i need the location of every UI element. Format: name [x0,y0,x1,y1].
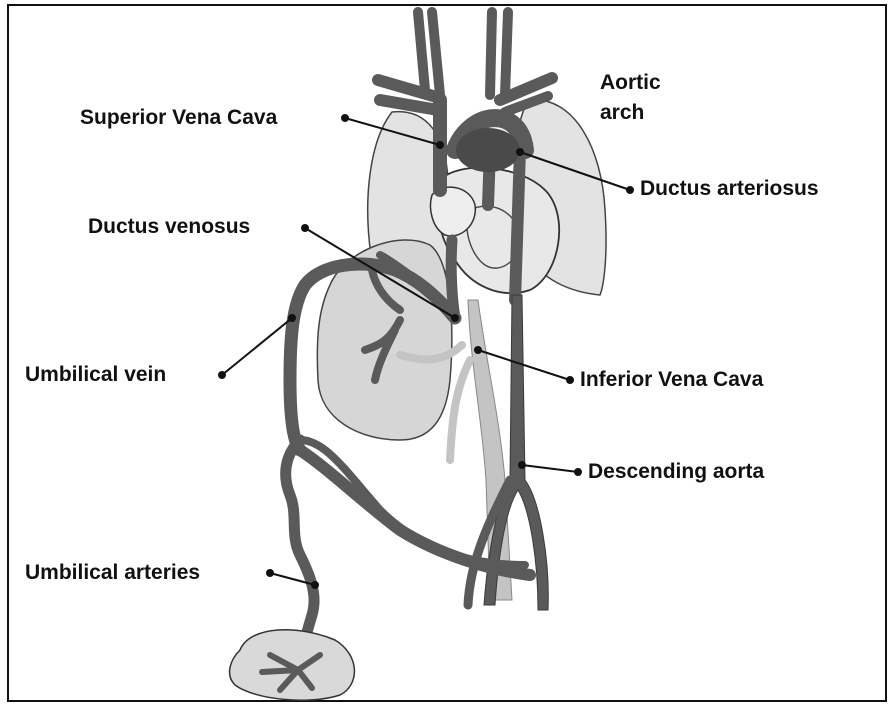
label-aortic-arch-line2: arch [600,100,644,125]
label-ductus-arteriosus: Ductus arteriosus [640,176,819,201]
label-umbilical-arteries: Umbilical arteries [25,560,200,585]
label-aortic-arch-line1: Aortic [600,70,661,95]
label-superior-vena-cava: Superior Vena Cava [80,105,277,130]
label-descending-aorta: Descending aorta [588,459,764,484]
label-inferior-vena-cava: Inferior Vena Cava [580,367,763,392]
aortic-arch-body [456,128,520,172]
label-ductus-venosus: Ductus venosus [88,214,250,239]
label-umbilical-vein: Umbilical vein [25,362,166,387]
ductus-venosus-vessel [451,240,455,318]
